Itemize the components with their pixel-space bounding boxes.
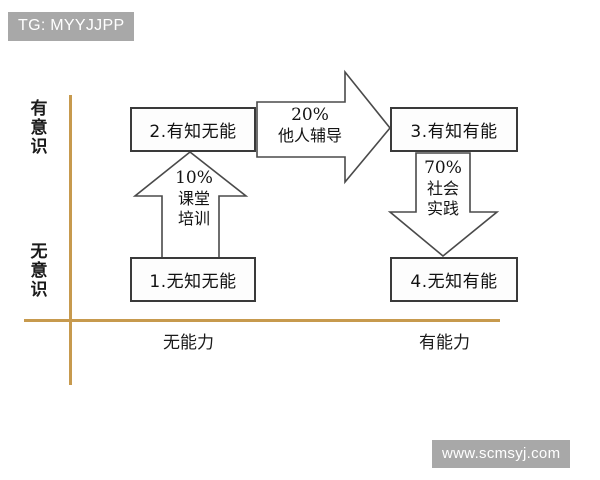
quadrant-box-1-unconscious-incompetence[interactable]: 1.无知无能 [130,257,256,302]
arrow-right-text-line1: 他人辅导 [277,126,342,146]
arrow-up-text-line2: 培训 [177,209,210,229]
arrow-down-shape [387,152,500,258]
arrow-up-percent: 10% [175,168,213,188]
x-axis-label-incapable: 无能力 [163,333,214,353]
arrow-down-text-line2: 实践 [426,199,459,219]
arrow-up-label: 10% 课堂 培训 [160,168,228,229]
y-axis-line [69,95,72,385]
y-axis-label-unconscious: 无意识 [30,242,48,301]
y-axis-label-conscious: 有意识 [30,99,48,158]
arrow-up-text-line1: 课堂 [177,189,210,209]
quadrant-box-4-unconscious-competence[interactable]: 4.无知有能 [390,257,518,302]
x-axis-line [24,319,500,322]
arrow-right-percent: 20% [291,105,329,125]
quadrant-box-2-conscious-incompetence[interactable]: 2.有知无能 [130,107,256,152]
quadrant-box-3-conscious-competence[interactable]: 3.有知有能 [390,107,518,152]
watermark-bottom-right: www.scmsyj.com [432,440,571,468]
arrow-down-text-line1: 社会 [426,179,459,199]
arrow-down-percent: 70% [424,158,462,178]
x-axis-label-capable: 有能力 [419,333,470,353]
arrow-right-label: 20% 他人辅导 [265,105,355,146]
watermark-top-left: TG: MYYJJPP [8,12,135,41]
arrow-down-label: 70% 社会 实践 [412,158,474,219]
arrow-right-shape [256,69,392,185]
